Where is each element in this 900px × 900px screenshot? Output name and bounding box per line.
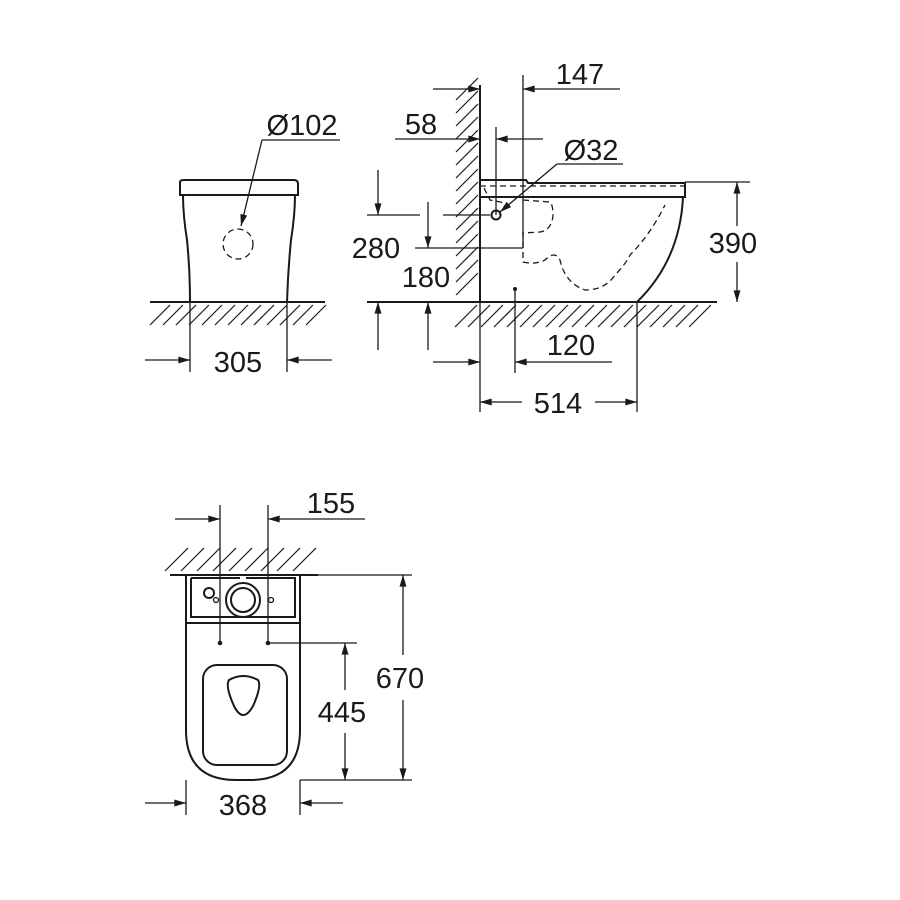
hatch-line	[305, 304, 327, 326]
hatch-line	[455, 220, 479, 244]
wall-offset-label: 147	[556, 59, 604, 91]
side-view: 147 58 Ø32 280 180 390 120 514	[352, 59, 757, 420]
hatch-line	[175, 304, 197, 326]
lid-opening	[226, 675, 261, 716]
floor-hatch	[454, 304, 712, 328]
hatch-line	[455, 155, 479, 179]
hatch-line	[260, 547, 285, 572]
hatch-line	[276, 547, 301, 572]
hatch-line	[545, 304, 569, 328]
hatch-line	[201, 304, 223, 326]
height-label: 390	[709, 228, 757, 260]
hatch-line	[675, 304, 699, 328]
hatch-line	[597, 304, 621, 328]
hatch-line	[455, 168, 479, 192]
hatch-line	[188, 304, 210, 326]
hatch-line	[455, 207, 479, 231]
hatch-line	[214, 304, 236, 326]
toilet-outline	[185, 576, 301, 781]
outlet-height-label: 180	[402, 262, 450, 294]
flush-valve	[225, 582, 261, 618]
length-label: 670	[376, 663, 424, 695]
fixing-distance-label: 445	[318, 697, 366, 729]
hatch-line	[610, 304, 634, 328]
hatch-line	[623, 304, 647, 328]
hatch-line	[558, 304, 582, 328]
tank-body	[182, 194, 296, 303]
depth-label: 514	[534, 388, 582, 420]
hatch-line	[253, 304, 275, 326]
width-label: 305	[214, 347, 262, 379]
bowl-outline	[636, 196, 684, 303]
hatch-line	[467, 304, 491, 328]
hatch-line	[180, 547, 205, 572]
hatch-line	[480, 304, 504, 328]
hatch-line	[292, 304, 314, 326]
hatch-line	[454, 304, 478, 328]
tank-outline	[186, 577, 300, 624]
hatch-line	[688, 304, 712, 328]
hatch-line	[455, 194, 479, 218]
wall-hatch	[164, 547, 317, 572]
hatch-line	[266, 304, 288, 326]
hatch-line	[228, 547, 253, 572]
outlet-distance-label: 120	[547, 330, 595, 362]
hatch-line	[455, 103, 479, 127]
seat-outline	[202, 664, 288, 766]
hatch-line	[227, 304, 249, 326]
hatch-line	[292, 547, 317, 572]
diameter-label: Ø102	[267, 110, 338, 142]
hatch-line	[493, 304, 517, 328]
hatch-line	[162, 304, 184, 326]
width-label: 368	[219, 790, 267, 822]
hatch-line	[455, 90, 479, 114]
hatch-line	[212, 547, 237, 572]
hatch-line	[455, 129, 479, 153]
hatch-line	[164, 547, 189, 572]
hatch-line	[455, 246, 479, 270]
hatch-line	[571, 304, 595, 328]
hatch-line	[532, 304, 556, 328]
fixing-spacing-label: 155	[307, 488, 355, 520]
hatch-line	[279, 304, 301, 326]
hatch-line	[196, 547, 221, 572]
inlet-diameter-label: Ø32	[564, 135, 619, 167]
floor-hatch	[149, 304, 327, 326]
seat-lid	[480, 179, 686, 198]
hatch-line	[455, 181, 479, 205]
hatch-line	[455, 233, 479, 257]
tank-lid	[179, 179, 299, 196]
top-view: 155 670 445 368	[145, 488, 424, 822]
hatch-line	[455, 142, 479, 166]
hatch-line	[649, 304, 673, 328]
wall-hatch	[455, 77, 479, 296]
hatch-line	[506, 304, 530, 328]
hatch-line	[584, 304, 608, 328]
hatch-line	[455, 259, 479, 283]
hatch-line	[455, 272, 479, 296]
hatch-line	[662, 304, 686, 328]
hatch-line	[240, 304, 262, 326]
hatch-line	[455, 116, 479, 140]
hatch-line	[519, 304, 543, 328]
hatch-line	[636, 304, 660, 328]
front-view: Ø102 305	[145, 110, 340, 379]
inlet-circle	[222, 228, 254, 260]
inlet-offset-label: 58	[405, 109, 437, 141]
hatch-line	[149, 304, 171, 326]
inlet-height-label: 280	[352, 233, 400, 265]
hatch-line	[244, 547, 269, 572]
